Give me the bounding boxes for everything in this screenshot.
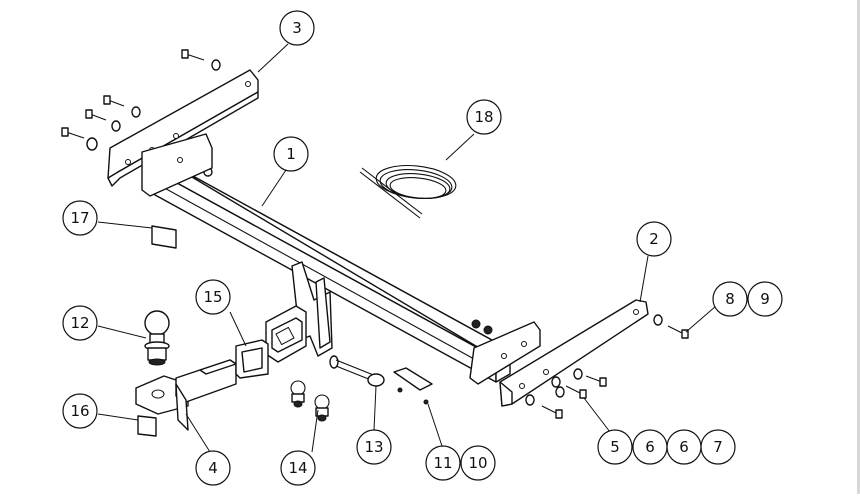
callout-16: 16 (62, 393, 98, 429)
callout-3: 3 (279, 10, 315, 46)
callout-label: 12 (70, 314, 89, 332)
leader-lines (97, 43, 717, 453)
cover-plate (151, 225, 177, 249)
callout-14: 14 (280, 450, 316, 486)
callout-label: 5 (610, 438, 620, 456)
right-edge-divider (857, 0, 860, 494)
callout-17: 17 (62, 200, 98, 236)
callout-label: 9 (760, 290, 770, 308)
hitch-pin (329, 355, 385, 387)
callout-1: 1 (273, 136, 309, 172)
main-crossbar (141, 133, 541, 385)
callout-label: 15 (203, 288, 222, 306)
callout-10: 10 (460, 445, 496, 481)
tow-ball (144, 310, 170, 366)
bracket-bolts-right (525, 314, 689, 419)
callout-6a: 6 (632, 429, 668, 465)
callout-label: 17 (70, 209, 89, 227)
callout-9: 9 (747, 281, 783, 317)
callout-label: 14 (288, 459, 307, 477)
callout-label: 8 (725, 290, 735, 308)
callout-6b: 6 (666, 429, 702, 465)
callout-13: 13 (356, 429, 392, 465)
callout-8: 8 (712, 281, 748, 317)
callout-12: 12 (62, 305, 98, 341)
callout-label: 2 (649, 230, 659, 248)
callout-label: 10 (468, 454, 487, 472)
callout-15: 15 (195, 279, 231, 315)
callout-11: 11 (425, 445, 461, 481)
callout-label: 6 (645, 438, 655, 456)
callout-label: 13 (364, 438, 383, 456)
warning-tag (137, 415, 157, 437)
callout-label: 18 (474, 108, 493, 126)
receiver-cap (235, 339, 269, 379)
callout-18: 18 (466, 99, 502, 135)
callout-label: 3 (292, 19, 302, 37)
ball-mount (135, 359, 237, 431)
callout-5: 5 (597, 429, 633, 465)
callout-label: 16 (70, 402, 89, 420)
callout-label: 6 (679, 438, 689, 456)
callout-label: 11 (433, 454, 452, 472)
callout-2: 2 (636, 221, 672, 257)
callout-4: 4 (195, 450, 231, 486)
callout-label: 1 (286, 145, 296, 163)
callout-label: 4 (208, 459, 218, 477)
right-side-bracket (499, 299, 649, 407)
callout-7: 7 (700, 429, 736, 465)
shackle-clips (290, 380, 330, 422)
retaining-clip (393, 367, 433, 405)
receiver-hitch-assembly (265, 261, 493, 363)
wiring-loom (359, 164, 457, 219)
callout-label: 7 (713, 438, 723, 456)
